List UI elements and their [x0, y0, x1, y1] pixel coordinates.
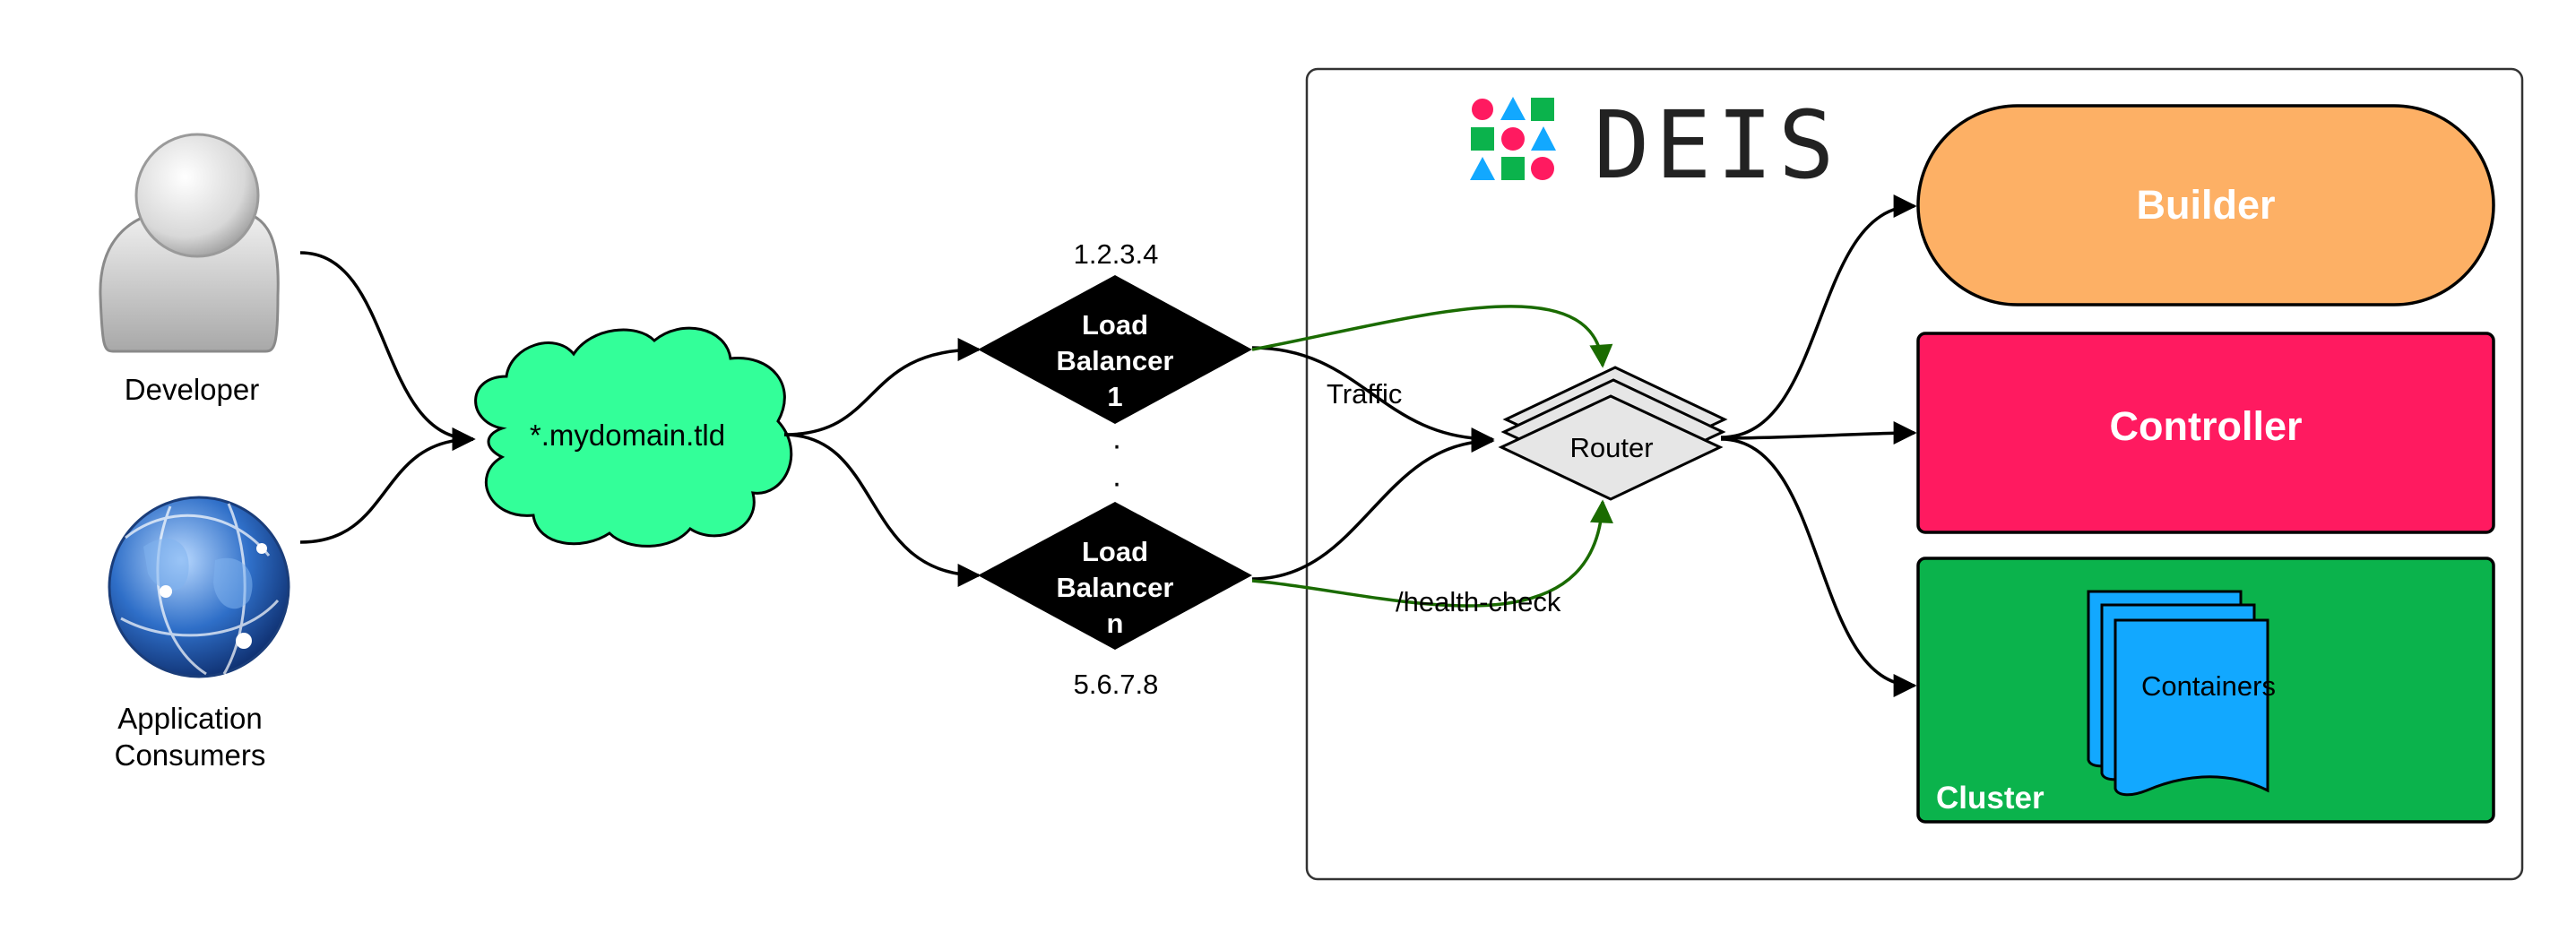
edge-router-to-builder: [1720, 194, 1917, 439]
dns-cloud-shape: [474, 326, 793, 548]
lbn-label-line3: n: [1107, 608, 1124, 639]
edge-developer-to-dns: [299, 251, 476, 451]
health-check-label: /health-check: [1396, 586, 1561, 617]
ellipsis-dot-2: ·: [1111, 466, 1121, 500]
controller-label: Controller: [2109, 403, 2302, 449]
router-label: Router: [1569, 432, 1653, 463]
developer-icon: [99, 133, 280, 353]
lb1-diamond[interactable]: [978, 275, 1252, 424]
traffic-label: Traffic: [1327, 378, 1402, 410]
controller-box[interactable]: [1916, 332, 2495, 534]
deis-logo-text: DEIS: [1594, 91, 1839, 200]
lbn-label-line1: Load: [1082, 536, 1148, 567]
edge-router-to-controller: [1720, 421, 1917, 445]
lb1-label-line3: 1: [1107, 381, 1122, 412]
containers-stack[interactable]: [2087, 590, 2269, 797]
lbn-label-line2: Balancer: [1057, 572, 1174, 603]
deis-logo: [1470, 97, 1556, 180]
edge-dns-to-lbn: [783, 433, 981, 587]
edge-lbn-traffic: [1251, 429, 1495, 581]
builder-label: Builder: [2136, 182, 2275, 228]
consumers-label-line1: Application: [117, 702, 262, 735]
edge-dns-to-lb1: [783, 338, 981, 436]
edge-lb1-traffic: [1251, 346, 1495, 451]
consumers-label-line2: Consumers: [115, 738, 266, 772]
router-stack[interactable]: [1498, 366, 1728, 501]
lbn-ip: 5.6.7.8: [1074, 669, 1159, 700]
cluster-label: Cluster: [1936, 781, 2044, 816]
edge-lb1-health-check: [1251, 305, 1613, 368]
ellipsis-dot-1: ·: [1111, 428, 1121, 462]
edge-router-to-cluster: [1720, 437, 1917, 697]
containers-label: Containers: [2141, 670, 2276, 702]
lb1-label-line2: Balancer: [1057, 345, 1174, 376]
globe-icon: [108, 496, 290, 678]
edge-lbn-health-check: [1251, 499, 1613, 608]
edge-consumers-to-dns: [299, 427, 476, 544]
lb1-ip: 1.2.3.4: [1074, 238, 1159, 270]
dns-label: *.mydomain.tld: [530, 419, 725, 452]
lbn-diamond[interactable]: [978, 502, 1252, 650]
developer-label: Developer: [125, 373, 259, 406]
builder-box[interactable]: [1916, 104, 2495, 306]
lb1-label-line1: Load: [1082, 309, 1148, 341]
